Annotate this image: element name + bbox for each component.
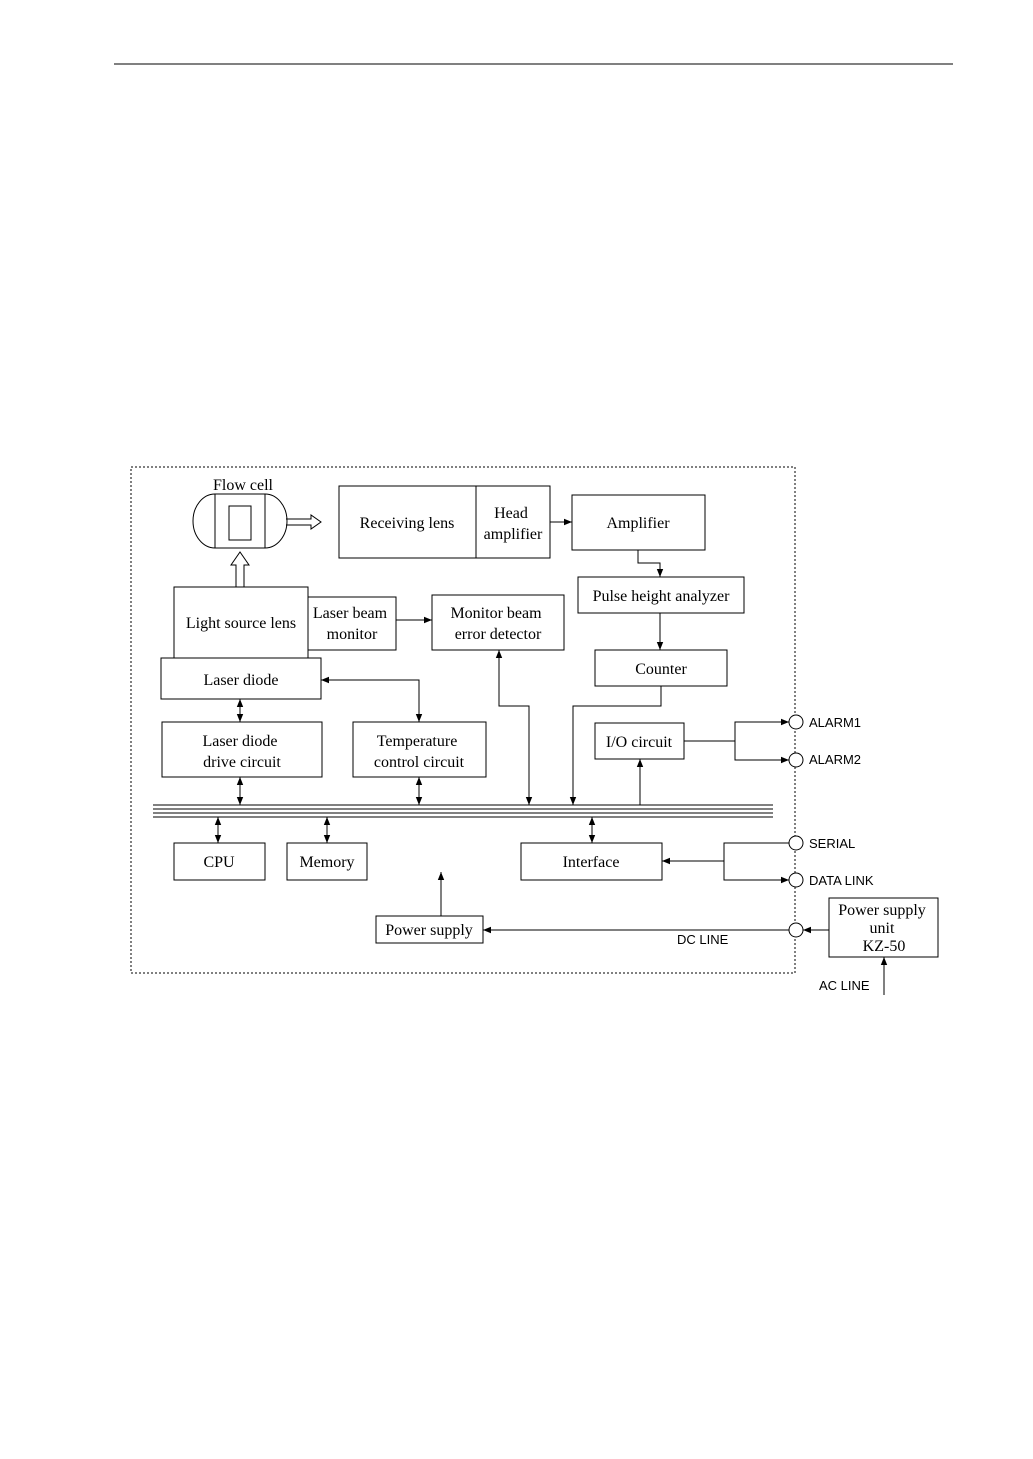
monitor-beam-error-detector-box bbox=[431, 594, 565, 651]
counter-box bbox=[594, 649, 728, 687]
io-circuit-label: I/O circuit bbox=[606, 734, 673, 751]
flow-cell-label: Flow cell bbox=[213, 477, 274, 494]
temperature-control-circuit-box bbox=[352, 721, 487, 778]
amplifier-label: Amplifier bbox=[606, 515, 670, 532]
temperature-control-circuit-label: Temperature control circuit bbox=[374, 733, 465, 771]
power-supply-unit-box bbox=[828, 897, 939, 958]
laser-diode-box bbox=[160, 657, 322, 700]
serial-label: SERIAL bbox=[809, 836, 855, 851]
alarm2-label: ALARM2 bbox=[809, 752, 861, 767]
memory-label: Memory bbox=[299, 854, 354, 871]
receiving-lens-box bbox=[338, 485, 477, 559]
alarm2-terminal bbox=[788, 752, 804, 768]
laser-beam-monitor-label: Laser beam monitor bbox=[313, 605, 391, 643]
cpu-box bbox=[173, 842, 266, 881]
head-amplifier-label: Head amplifier bbox=[484, 505, 543, 543]
monitor-beam-error-detector-label: Monitor beam error detector bbox=[450, 605, 545, 643]
data-link-terminal bbox=[788, 872, 804, 888]
alarm1-label: ALARM1 bbox=[809, 715, 861, 730]
memory-box bbox=[286, 842, 368, 881]
dc-terminal bbox=[788, 922, 804, 938]
system-bus bbox=[153, 804, 773, 818]
laser-beam-monitor-box bbox=[307, 596, 397, 651]
data-link-label: DATA LINK bbox=[809, 873, 874, 888]
laser-diode-label: Laser diode bbox=[203, 672, 278, 689]
light-to-flowcell-arrow bbox=[230, 551, 250, 587]
light-source-lens-label: Light source lens bbox=[186, 615, 296, 632]
cpu-label: CPU bbox=[203, 854, 235, 871]
flow-cell-output-arrow bbox=[286, 514, 322, 530]
counter-label: Counter bbox=[635, 661, 687, 678]
light-source-lens-box bbox=[173, 586, 309, 659]
serial-terminal bbox=[788, 835, 804, 851]
interface-box bbox=[520, 842, 663, 881]
alarm1-terminal bbox=[788, 714, 804, 730]
power-supply-unit-label: Power supply unit KZ-50 bbox=[838, 902, 930, 955]
interface-label: Interface bbox=[563, 854, 620, 871]
power-supply-label: Power supply bbox=[385, 922, 473, 939]
receiving-lens-label: Receiving lens bbox=[360, 515, 455, 532]
laser-diode-drive-circuit-label: Laser diode drive circuit bbox=[202, 733, 281, 771]
dc-line-label: DC LINE bbox=[677, 932, 729, 947]
head-amplifier-box bbox=[475, 485, 551, 559]
laser-diode-drive-circuit-box bbox=[161, 721, 323, 778]
io-circuit-box bbox=[594, 722, 685, 760]
flow-cell: Flow cell bbox=[192, 477, 322, 549]
power-supply-box bbox=[375, 915, 484, 944]
amplifier-box bbox=[571, 494, 706, 551]
ac-line-label: AC LINE bbox=[819, 978, 870, 993]
pulse-height-analyzer-label: Pulse height analyzer bbox=[593, 588, 731, 605]
pulse-height-analyzer-box bbox=[577, 576, 745, 614]
